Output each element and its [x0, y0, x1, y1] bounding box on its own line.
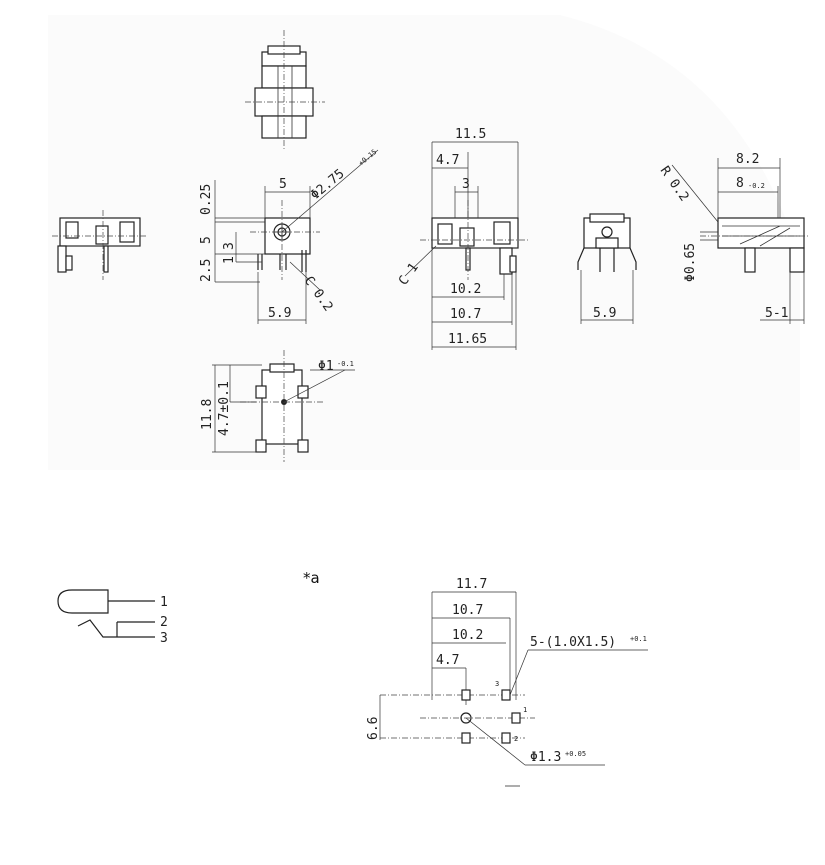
dim-10-2: 10.2: [450, 282, 481, 297]
dim-phi-0-65: Φ0.65: [683, 243, 698, 282]
dim-5-vert: 5: [199, 236, 214, 244]
fp-dim-holes: 5-(1.0X1.5): [530, 635, 616, 650]
fp-pin-1: 1: [523, 706, 527, 714]
dim-5-9-right: 5.9: [593, 306, 616, 321]
fp-pin-3: 3: [495, 680, 499, 688]
schematic-symbol: 1 2 3: [57, 589, 168, 646]
dim-11-8: 11.8: [200, 399, 215, 430]
dim-8: 8: [736, 176, 744, 191]
fp-dim-10-2: 10.2: [452, 628, 483, 643]
dim-5: 5: [279, 177, 287, 192]
fp-dim-holes-tol: +0.1: [630, 635, 647, 643]
fp-dim-phi-1-3: Φ1.3: [530, 750, 561, 765]
right-front-view: 5.9: [577, 213, 637, 324]
fp-dim-phi-1-3-tol: +0.05: [565, 750, 586, 758]
sheet-outline: [48, 15, 800, 470]
dim-5-1: 5-1: [765, 306, 788, 321]
left-view: [52, 210, 148, 280]
note-a: *a: [303, 569, 320, 587]
pin-2-label: 2: [160, 615, 168, 630]
fp-pin-2: 2: [514, 735, 518, 743]
bottom-view: Φ1 -0.1 11.8 4.7±0.1: [200, 350, 355, 462]
fp-dim-11-7: 11.7: [456, 577, 487, 592]
dim-11-65: 11.65: [448, 332, 487, 347]
top-view: [245, 30, 325, 150]
dim-8-tol: -0.2: [748, 182, 765, 190]
pin-1-label: 1: [160, 595, 168, 610]
fp-dim-4-7: 4.7: [436, 653, 459, 668]
dim-10-7: 10.7: [450, 307, 481, 322]
dim-8-2: 8.2: [736, 152, 759, 167]
dim-5-9-front: 5.9: [268, 306, 291, 321]
dim-11-5: 11.5: [455, 127, 486, 142]
dim-0-25: 0.25: [199, 184, 214, 215]
dim-1: 1: [222, 256, 237, 264]
dim-4-7: 4.7: [436, 153, 459, 168]
pcb-footprint: 11.7 10.7 10.2 4.7 5-(1.0X1.5) +0.1 3 1 …: [366, 577, 648, 787]
dim-3-width: 3: [462, 177, 470, 192]
fp-dim-10-7: 10.7: [452, 603, 483, 618]
dim-phi-1: Φ1: [318, 359, 334, 374]
dim-3: 3: [222, 242, 237, 250]
dim-2-5: 2.5: [199, 259, 214, 282]
dim-4-7-tol: 4.7±0.1: [217, 381, 232, 436]
dim-phi-1-tol: -0.1: [337, 360, 354, 368]
pin-3-label: 3: [160, 631, 168, 646]
fp-dim-6-6: 6.6: [366, 717, 381, 740]
